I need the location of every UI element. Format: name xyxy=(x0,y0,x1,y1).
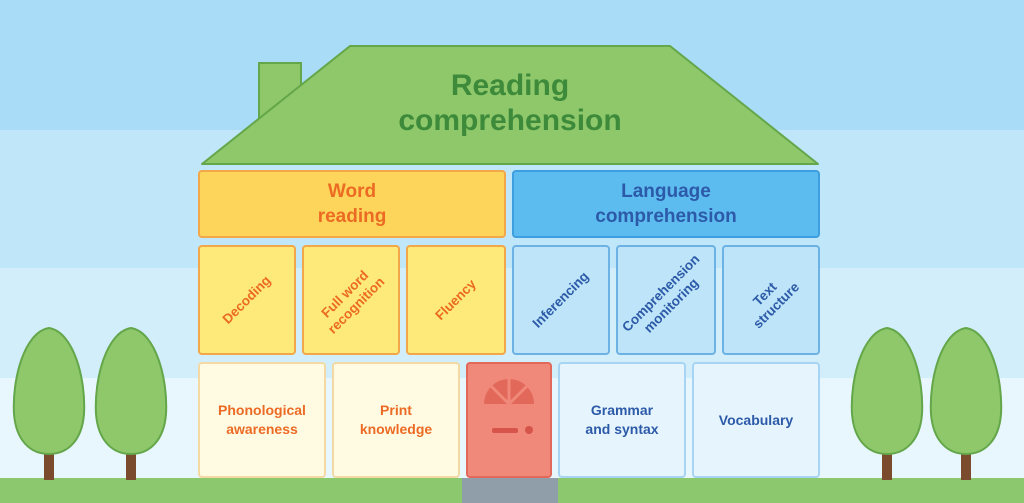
skill-label: Inferencing xyxy=(529,268,592,331)
skill-label: Text structure xyxy=(750,279,803,332)
foundation-label: Grammar and syntax xyxy=(585,402,659,437)
language-comprehension-strand: Language comprehension xyxy=(512,170,820,238)
foundation-label: Vocabulary xyxy=(718,411,794,428)
skill-fluency: Fluency xyxy=(406,245,506,355)
skill-label: Full word recognition xyxy=(318,267,388,337)
trees-right xyxy=(850,326,1003,480)
foundation-print-knowledge: Print knowledge xyxy=(332,362,460,478)
skill-label: Comprehension monitoring xyxy=(619,251,703,336)
tree-icon xyxy=(94,326,168,480)
trees-left xyxy=(12,326,168,480)
roof xyxy=(201,45,819,165)
skill-text-structure: Text structure xyxy=(722,245,820,355)
language-comprehension-label: Language comprehension xyxy=(595,180,737,227)
skill-decoding: Decoding xyxy=(198,245,296,355)
door xyxy=(466,362,552,478)
foundation-grammar-and-syntax: Grammar and syntax xyxy=(558,362,686,478)
skill-full-word-recognition: Full word recognition xyxy=(302,245,400,355)
skill-comprehension-monitoring: Comprehension monitoring xyxy=(616,245,716,355)
tree-icon xyxy=(850,326,924,480)
tree-icon xyxy=(929,326,1003,480)
tree-icon xyxy=(12,326,86,480)
door-window-icon xyxy=(484,379,534,434)
skill-inferencing: Inferencing xyxy=(512,245,610,355)
path xyxy=(462,478,558,503)
word-reading-strand: Word reading xyxy=(198,170,506,238)
foundation-vocabulary: Vocabulary xyxy=(692,362,820,478)
word-reading-label: Word reading xyxy=(317,180,387,227)
skill-label: Fluency xyxy=(432,276,479,323)
foundation-phonological-awareness: Phonological awareness xyxy=(198,362,326,478)
house-title: Reading comprehension xyxy=(350,66,670,140)
house-title-text: Reading comprehension xyxy=(398,68,622,137)
foundation-label: Phonological awareness xyxy=(218,402,306,437)
skill-label: Decoding xyxy=(219,272,274,327)
foundation-label: Print knowledge xyxy=(359,402,433,437)
